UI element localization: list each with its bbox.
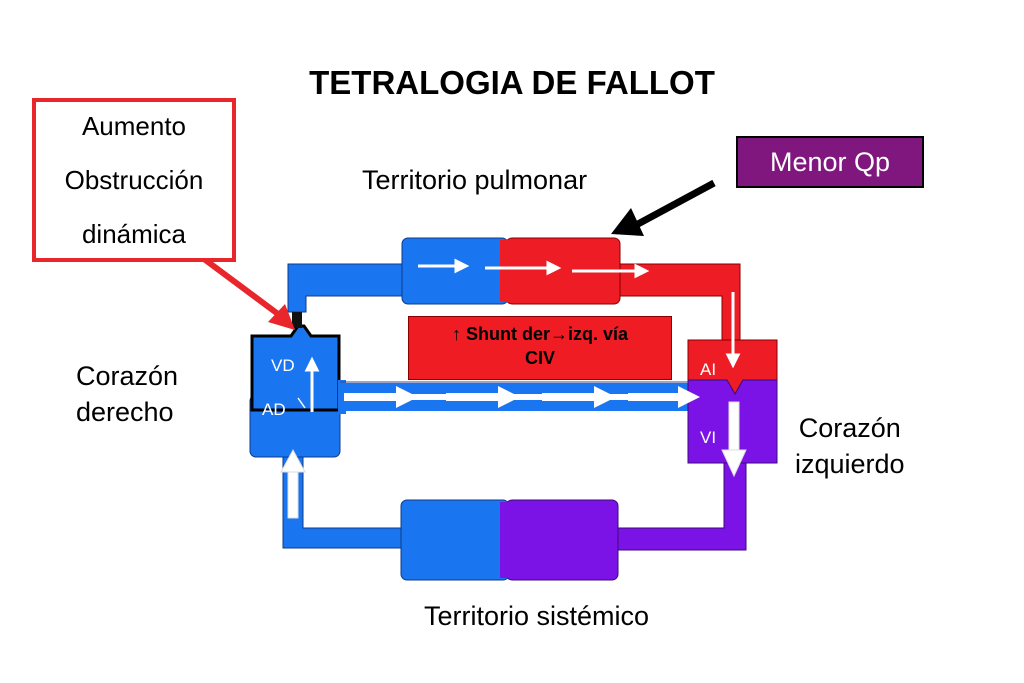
shunt-line-1: ↑ Shunt der→izq. vía — [451, 324, 629, 344]
menor-qp-callout: Menor Qp — [736, 136, 924, 188]
right-heart-label-line-1: Corazón — [76, 361, 179, 391]
shunt-line-2: CIV — [524, 348, 555, 368]
ad-label: AD — [262, 400, 286, 419]
right-arrow-icon: → — [549, 324, 568, 344]
left-heart-label: Corazón izquierdo — [795, 410, 905, 482]
systemic-territory-label: Territorio sistémico — [424, 601, 650, 631]
left-heart-label-line-1: Corazón — [798, 413, 901, 443]
aumento-line-2: Obstrucción — [64, 165, 204, 195]
left-heart-label-line-2: izquierdo — [795, 449, 905, 479]
right-heart-label: Corazón derecho — [76, 358, 178, 430]
pulmonary-territory-label: Territorio pulmonar — [362, 165, 588, 195]
vd-label: VD — [271, 356, 295, 375]
shunt-callout-box: ↑ Shunt der→izq. vía CIV — [408, 316, 672, 380]
right-heart-label-line-2: derecho — [76, 397, 174, 427]
systemic-block-purple — [505, 499, 619, 581]
systemic-block-blue — [400, 499, 510, 581]
aumento-line-3: dinámica — [81, 219, 187, 249]
up-arrow-icon: ↑ — [451, 324, 461, 344]
aumento-line-1: Aumento — [81, 111, 187, 141]
aumento-callout-box: Aumento Obstrucción dinámica — [32, 98, 236, 262]
right-ventricle-shape — [250, 324, 341, 412]
ai-label: AI — [700, 360, 717, 379]
vi-label: VI — [700, 428, 717, 447]
page-title: TETRALOGIA DE FALLOT — [309, 64, 715, 101]
